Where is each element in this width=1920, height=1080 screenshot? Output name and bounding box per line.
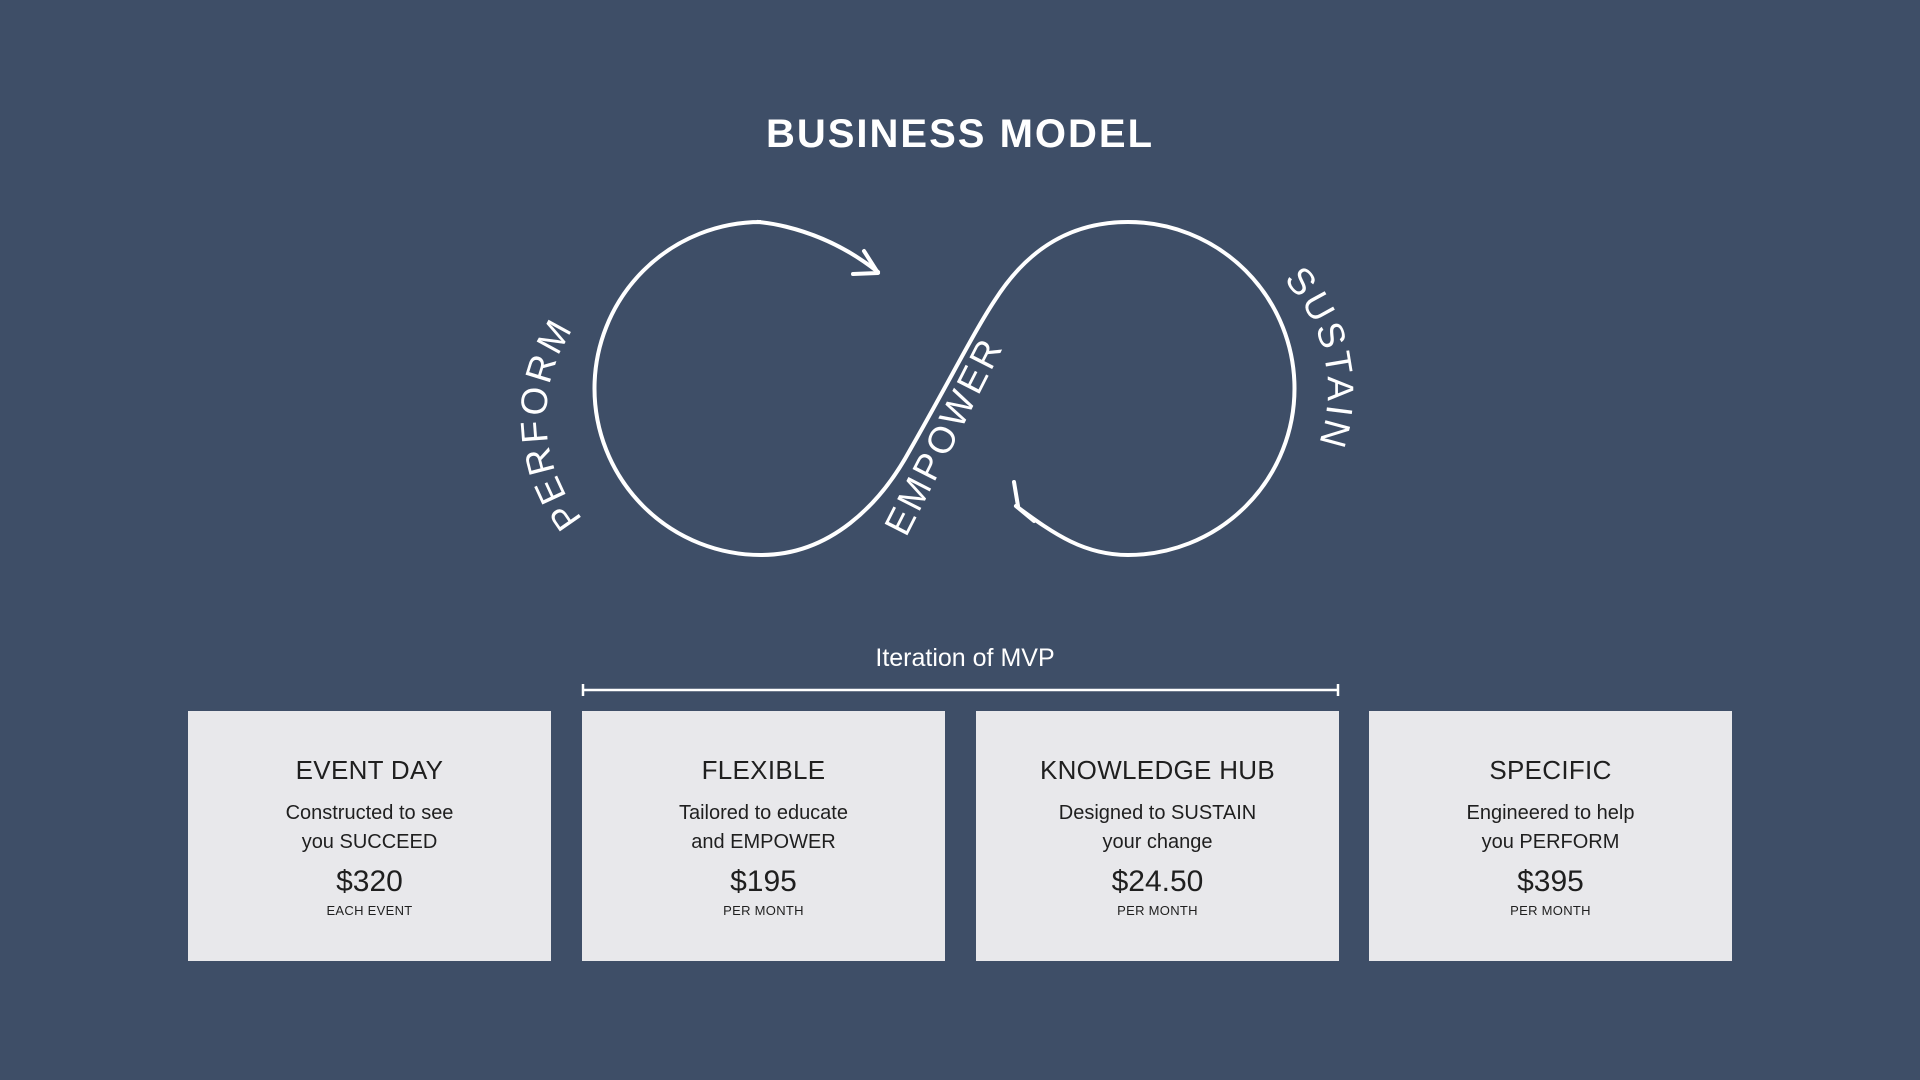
infinity-loop-path — [592, 219, 1297, 558]
label-empower: EMPOWER — [877, 330, 1012, 541]
card-description-line: your change — [1102, 831, 1213, 853]
card-description-line: Constructed to see — [285, 802, 454, 824]
arrowhead-top-icon — [851, 249, 880, 276]
card-title: SPECIFIC — [1489, 755, 1612, 785]
card-price: $24.50 — [1111, 865, 1204, 898]
card-description-line: you PERFORM — [1481, 831, 1620, 853]
iteration-label: Iteration of MVP — [875, 644, 1055, 672]
label-perform: PERFORM — [513, 311, 589, 538]
pricing-card-flexible: FLEXIBLE Tailored to educate and EMPOWER… — [582, 711, 945, 961]
card-description: Constructed to see you SUCCEED — [188, 799, 551, 857]
card-price-unit: PER MONTH — [723, 903, 804, 918]
card-description: Designed to SUSTAIN your change — [976, 799, 1339, 857]
card-description-line: you SUCCEED — [301, 831, 438, 853]
iteration-bracket — [581, 684, 1340, 696]
card-price-unit: PER MONTH — [1510, 903, 1591, 918]
card-description: Tailored to educate and EMPOWER — [582, 799, 945, 857]
card-price-unit: EACH EVENT — [326, 903, 413, 918]
card-title: FLEXIBLE — [701, 755, 826, 785]
card-price: $320 — [336, 865, 403, 898]
pricing-card-specific: SPECIFIC Engineered to help you PERFORM … — [1369, 711, 1732, 961]
pricing-card-knowledge-hub: KNOWLEDGE HUB Designed to SUSTAIN your c… — [976, 711, 1339, 961]
card-description-line: and EMPOWER — [691, 831, 836, 853]
card-price: $395 — [1517, 865, 1584, 898]
arrowhead-bottom-icon — [1012, 480, 1036, 523]
card-price: $195 — [730, 865, 797, 898]
card-title: KNOWLEDGE HUB — [1039, 755, 1276, 785]
pricing-card-event-day: EVENT DAY Constructed to see you SUCCEED… — [188, 711, 551, 961]
card-description: Engineered to help you PERFORM — [1369, 799, 1732, 857]
card-title: EVENT DAY — [295, 755, 444, 785]
card-description-line: Designed to SUSTAIN — [1058, 802, 1257, 824]
card-price-unit: PER MONTH — [1117, 903, 1198, 918]
card-description-line: Engineered to help — [1466, 802, 1635, 824]
page-title: BUSINESS MODEL — [765, 112, 1155, 156]
card-description-line: Tailored to educate — [678, 802, 848, 824]
